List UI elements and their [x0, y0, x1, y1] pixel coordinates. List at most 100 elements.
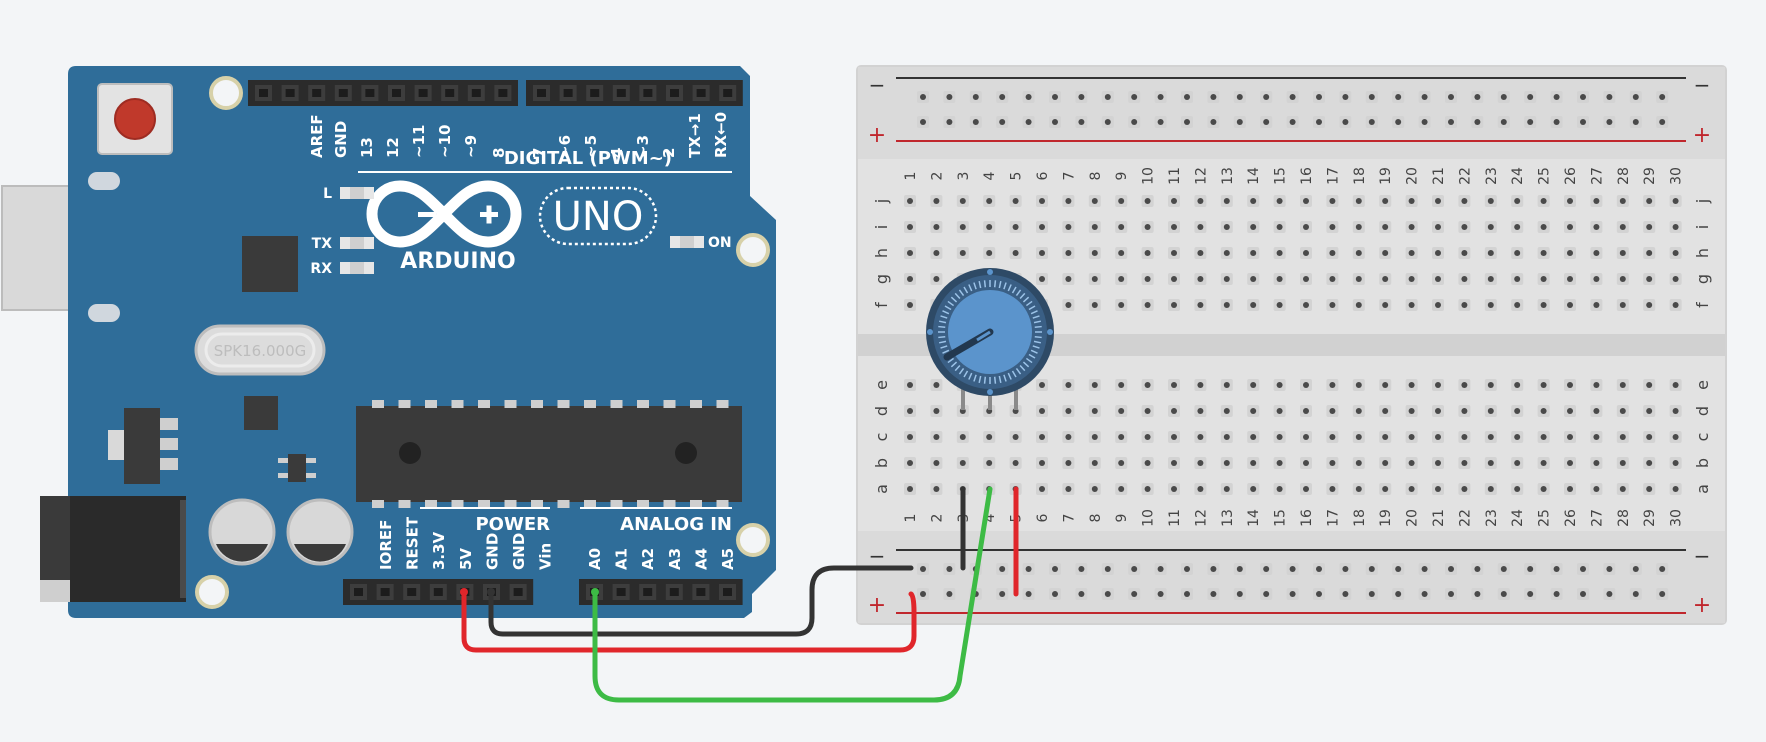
digital-pin-label: ~3 [634, 135, 652, 158]
digital-pin-label: AREF [308, 114, 326, 158]
column-label: 27 [1589, 167, 1605, 185]
column-label: 1 [903, 514, 919, 523]
column-label: 30 [1669, 509, 1685, 527]
small-chip [244, 396, 278, 430]
row-label: c [1693, 433, 1712, 442]
rail-symbol-plus-top-right: + [1693, 123, 1711, 148]
uno-badge [538, 186, 658, 246]
digital-pin-label: 2 [660, 148, 678, 158]
column-label: 29 [1642, 167, 1658, 185]
reset-button[interactable] [97, 83, 173, 155]
arduino-logo-text: ARDUINO [400, 249, 515, 274]
column-label: 6 [1035, 171, 1051, 180]
rail-symbol-minus-top-left: − [869, 73, 886, 97]
power-header-label: POWER [475, 514, 550, 535]
analog-pin-label: A2 [639, 548, 657, 570]
column-label: 23 [1484, 509, 1500, 527]
row-label: a [1693, 484, 1712, 494]
arduino-logo: ARDUINO UNO [366, 180, 658, 274]
column-label: 6 [1035, 513, 1051, 522]
column-label: 23 [1484, 167, 1500, 185]
row-label: e [1693, 380, 1712, 390]
power-header[interactable] [343, 579, 534, 605]
analog-pin-label: A1 [613, 548, 631, 570]
column-label: 25 [1537, 509, 1553, 527]
uno-text: UNO [553, 194, 644, 240]
column-label: 13 [1220, 167, 1236, 185]
wire-5v-red[interactable] [461, 589, 917, 653]
row-label: g [1693, 274, 1712, 284]
row-label: f [1693, 302, 1712, 308]
digital-pin-label: ~11 [410, 125, 428, 158]
led-l: L [323, 186, 374, 202]
column-label: 8 [1088, 514, 1104, 523]
row-label: g [872, 274, 891, 284]
column-label: 22 [1457, 509, 1473, 527]
row-label: a [872, 484, 891, 494]
led-on: ON [670, 235, 732, 251]
digital-header-right[interactable] [526, 80, 743, 106]
atmega-chip [356, 400, 742, 508]
analog-header-label: ANALOG IN [620, 514, 732, 535]
digital-header-left[interactable] [248, 80, 518, 106]
power-pin-label: GND [510, 533, 528, 570]
row-label: j [872, 199, 891, 204]
column-label: 26 [1563, 167, 1579, 185]
row-label: i [1693, 225, 1712, 229]
digital-pin-label: ~6 [556, 135, 574, 158]
column-label: 11 [1167, 167, 1183, 185]
row-label: d [872, 406, 891, 416]
digital-header-label: DIGITAL (PWM~) [504, 148, 672, 169]
column-label: 11 [1167, 509, 1183, 527]
digital-pin-label: GND [332, 121, 350, 158]
power-pin-label: GND [483, 533, 501, 570]
wires [460, 486, 1019, 703]
analog-header[interactable] [579, 579, 743, 605]
digital-pin-label: ~9 [462, 135, 480, 158]
column-label: 21 [1431, 167, 1447, 185]
column-label: 4 [982, 171, 998, 180]
column-label: 17 [1325, 167, 1341, 185]
column-label: 21 [1431, 509, 1447, 527]
tiny-transistor [278, 454, 316, 482]
breadboard[interactable]: − − + + − − + + 112233445566778899101011… [856, 65, 1727, 625]
potentiometer[interactable] [926, 268, 1054, 410]
rail-symbol-minus-top-right: − [1694, 73, 1711, 97]
column-label: 10 [1141, 167, 1157, 185]
column-label: 14 [1246, 167, 1262, 185]
analog-pin-label: A3 [666, 548, 684, 570]
crystal-oscillator: SPK16.000G [194, 324, 326, 376]
column-label: 28 [1616, 167, 1632, 185]
row-label: b [872, 458, 891, 468]
row-label: h [872, 248, 891, 258]
wire-a0-green[interactable] [592, 486, 993, 703]
wire-gnd-black[interactable] [488, 565, 914, 637]
power-pin-label: 3.3V [430, 531, 448, 570]
column-label: 25 [1537, 167, 1553, 185]
svg-text:TX: TX [312, 236, 333, 252]
digital-pin-label: 8 [490, 148, 508, 158]
svg-text:L: L [323, 186, 332, 202]
column-label: 24 [1510, 167, 1526, 185]
digital-pin-label: TX→1 [686, 113, 704, 158]
column-label: 22 [1457, 167, 1473, 185]
column-label: 16 [1299, 509, 1315, 527]
crystal-label: SPK16.000G [214, 342, 307, 360]
mounting-hole [209, 76, 243, 110]
row-label: d [1693, 406, 1712, 416]
column-label: 12 [1193, 167, 1209, 185]
analog-pin-label: A4 [692, 548, 710, 570]
column-label: 2 [929, 514, 945, 523]
capacitor [208, 498, 276, 566]
rail-symbol-plus-bottom-left: + [868, 593, 886, 618]
usb-chip [242, 236, 298, 292]
power-pin-label: IOREF [377, 520, 395, 570]
column-label: 7 [1061, 172, 1077, 181]
mounting-hole [736, 523, 770, 557]
rail-symbol-plus-bottom-right: + [1693, 593, 1711, 618]
arduino-uno-board[interactable]: SPK16.000G [1, 66, 776, 618]
capacitor [286, 498, 354, 566]
power-jack [40, 496, 186, 602]
row-label: e [872, 380, 891, 390]
